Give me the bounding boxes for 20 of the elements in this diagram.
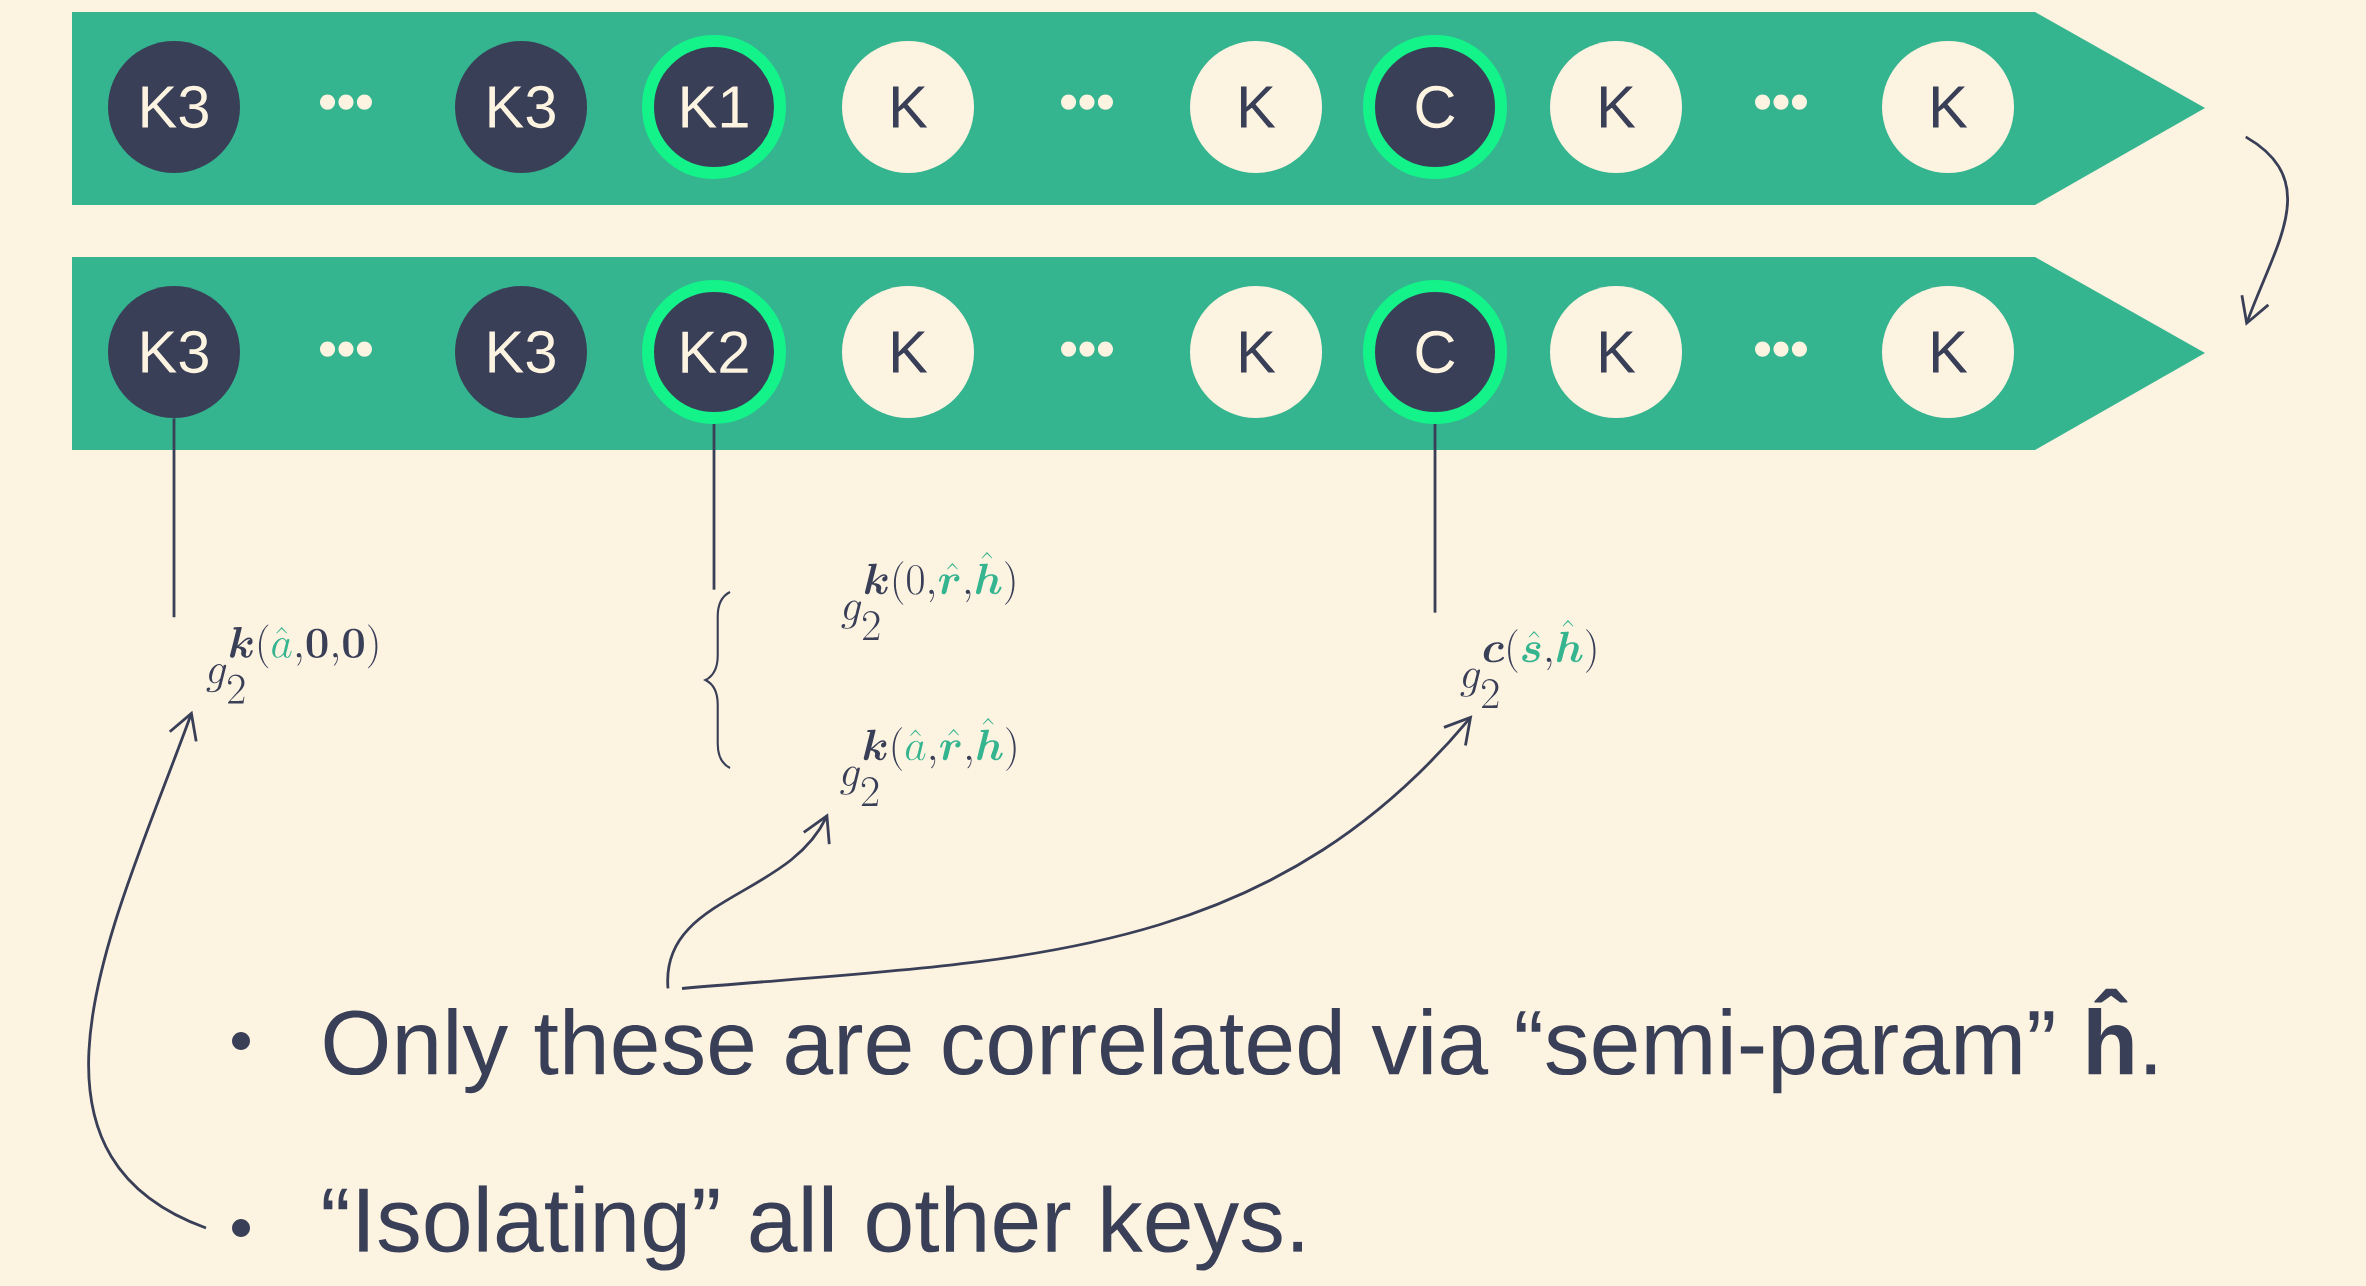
bullet-item: “Isolating” all other keys. bbox=[232, 1185, 1302, 1271]
curved-arrow bbox=[681, 715, 1473, 990]
ellipsis: ••• bbox=[1755, 94, 1807, 110]
ellipsis: ••• bbox=[1061, 341, 1113, 357]
connector-line bbox=[172, 418, 176, 618]
formula: $g_{2}^{\bm{k}(\textcolor[HTML]{34B48F}{\hat{a}},\bm{0},\bm{0})}$ bbox=[206, 624, 378, 704]
formula: $g_{2}^{\bm{k}(\textcolor[HTML]{34B48F}{\hat{a}},\textcolor[HTML]{34B48F}{\hat{\bm{r}}},\textcolor[HTML]{34B48F}{\hat{\bm{h}}})}$ bbox=[840, 718, 1016, 806]
formula: $g_{2}^{\bm{k}(0,\textcolor[HTML]{34B48F}{\hat{\bm{r}}},\textcolor[HTML]{34B48F}{\hat{\bm{h}}})}$ bbox=[841, 552, 1015, 640]
curved-arrow bbox=[87, 710, 207, 1230]
ellipsis: ••• bbox=[1061, 94, 1113, 110]
curved-arrow bbox=[666, 813, 831, 989]
connector-line bbox=[1433, 424, 1437, 613]
ellipsis: ••• bbox=[320, 94, 372, 110]
ellipsis: ••• bbox=[1755, 341, 1807, 357]
connector-line bbox=[712, 424, 716, 590]
ellipsis: ••• bbox=[320, 341, 372, 357]
curved-arrow bbox=[2240, 135, 2289, 326]
formula: $g_{2}^{\bm{c}(\textcolor[HTML]{34B48F}{\hat{\bm{s}}},\textcolor[HTML]{34B48F}{\hat{\bm{h}}})}$ bbox=[1460, 620, 1596, 708]
bullet-item: Only these are correlated via “semi-param” ĥ. bbox=[232, 988, 2156, 1094]
curly-brace bbox=[704, 591, 731, 769]
